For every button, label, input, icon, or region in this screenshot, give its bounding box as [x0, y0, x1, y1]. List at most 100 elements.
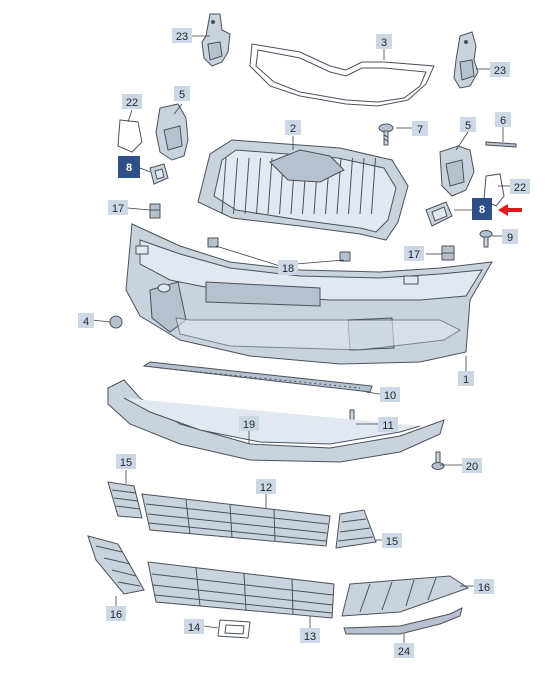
part-8-left-clip [149, 163, 169, 185]
grille-slat [267, 157, 273, 215]
svg-text:11: 11 [382, 420, 393, 432]
svg-text:6: 6 [500, 115, 506, 127]
part-12-centre-grille [141, 493, 331, 547]
svg-text:17: 17 [408, 249, 420, 261]
svg-text:5: 5 [179, 89, 185, 101]
part-5-left-bracket [155, 103, 189, 161]
callout-2: 2 [285, 120, 301, 135]
svg-text:12: 12 [260, 482, 272, 494]
callout-12: 12 [256, 479, 276, 494]
part-24-trim-strip [343, 607, 463, 635]
callout-22-left: 22 [122, 94, 142, 109]
callout-23-right: 23 [490, 62, 510, 77]
callout-24: 24 [394, 643, 414, 658]
part-16-left-lower-grille [87, 535, 145, 595]
callout-8-left: 8 [118, 156, 140, 178]
callout-17-left: 17 [108, 200, 128, 215]
svg-text:16: 16 [478, 582, 490, 594]
svg-text:7: 7 [417, 124, 423, 136]
grille-slat [221, 157, 227, 215]
callout-20: 20 [462, 458, 482, 473]
svg-text:3: 3 [381, 37, 387, 49]
grille-slat [348, 157, 353, 215]
svg-text:18: 18 [282, 263, 294, 275]
part-10-reinforcement [142, 361, 373, 393]
svg-text:15: 15 [120, 457, 132, 469]
svg-text:23: 23 [494, 65, 506, 77]
part-22-left-gasket [117, 119, 143, 153]
part-9-screw [479, 230, 493, 248]
callout-6: 6 [495, 112, 511, 127]
callout-15-left: 15 [116, 454, 136, 469]
svg-text:1: 1 [463, 374, 469, 386]
red-arrow-icon [498, 204, 522, 216]
svg-text:16: 16 [110, 609, 122, 621]
callout-19: 19 [239, 416, 259, 431]
svg-text:15: 15 [386, 536, 398, 548]
callout-11: 11 [378, 417, 398, 432]
callout-1: 1 [458, 371, 474, 386]
callout-14: 14 [184, 619, 204, 634]
callout-10: 10 [380, 387, 400, 402]
grille-slat [371, 157, 376, 215]
grille-slat [256, 157, 261, 215]
part-3-grille-frame [249, 43, 435, 107]
svg-text:24: 24 [398, 646, 410, 658]
svg-text:9: 9 [507, 232, 513, 244]
part-7-screw [378, 123, 394, 146]
callout-5-left: 5 [174, 86, 190, 101]
svg-text:10: 10 [384, 390, 396, 402]
part-22-right-gasket [483, 173, 505, 207]
callout-16-left: 16 [106, 606, 126, 621]
svg-text:13: 13 [304, 631, 316, 643]
callout-22-right: 22 [510, 179, 530, 194]
svg-text:19: 19 [243, 419, 255, 431]
part-17-right-clip [441, 245, 455, 261]
svg-text:5: 5 [465, 120, 471, 132]
part-2-grille-insert [197, 139, 409, 241]
part-8-right-clip [425, 201, 453, 227]
callout-15-right: 15 [382, 533, 402, 548]
svg-text:20: 20 [466, 461, 478, 473]
part-4-plug [109, 315, 123, 329]
part-13-centre-lower-grille [147, 561, 335, 619]
callout-18: 18 [278, 260, 298, 275]
callout-3: 3 [376, 34, 392, 49]
leader-lines [91, 35, 510, 644]
part-15-right-small-grille [335, 509, 377, 549]
part-20-screw [431, 451, 445, 470]
callout-5-right: 5 [460, 117, 476, 132]
svg-text:8: 8 [126, 162, 132, 174]
callout-9: 9 [502, 229, 518, 244]
part-16-right-lower-grille [341, 575, 470, 617]
callout-8-right: 8 [472, 198, 492, 220]
callout-7: 7 [412, 121, 428, 136]
part-19-spoiler [107, 379, 445, 463]
part-1-bumper-cover [125, 223, 493, 365]
callout-23-left: 23 [172, 28, 192, 43]
svg-text:2: 2 [290, 123, 296, 135]
callout-17-right: 17 [404, 246, 424, 261]
svg-text:8: 8 [479, 204, 485, 216]
part-23-left-bracket [201, 13, 231, 67]
callout-16-right: 16 [474, 579, 494, 594]
part-5-right-bracket [439, 145, 475, 197]
grille-slat [233, 157, 238, 215]
part-23-right-bracket [453, 31, 479, 89]
part-6-trim-strip [485, 141, 517, 148]
part-14-frame-clip [217, 619, 251, 639]
svg-text:17: 17 [112, 203, 124, 215]
callout-13: 13 [300, 628, 320, 643]
callout-4: 4 [78, 313, 94, 328]
svg-text:14: 14 [188, 622, 200, 634]
svg-text:23: 23 [176, 31, 188, 43]
part-18-clips [207, 237, 351, 262]
svg-text:4: 4 [83, 316, 89, 328]
svg-text:22: 22 [514, 182, 526, 194]
svg-text:22: 22 [126, 97, 138, 109]
grille-slat [359, 157, 365, 215]
part-17-left-clip [149, 203, 161, 219]
grille-slat [244, 157, 250, 215]
part-15-left-small-grille [107, 481, 143, 519]
